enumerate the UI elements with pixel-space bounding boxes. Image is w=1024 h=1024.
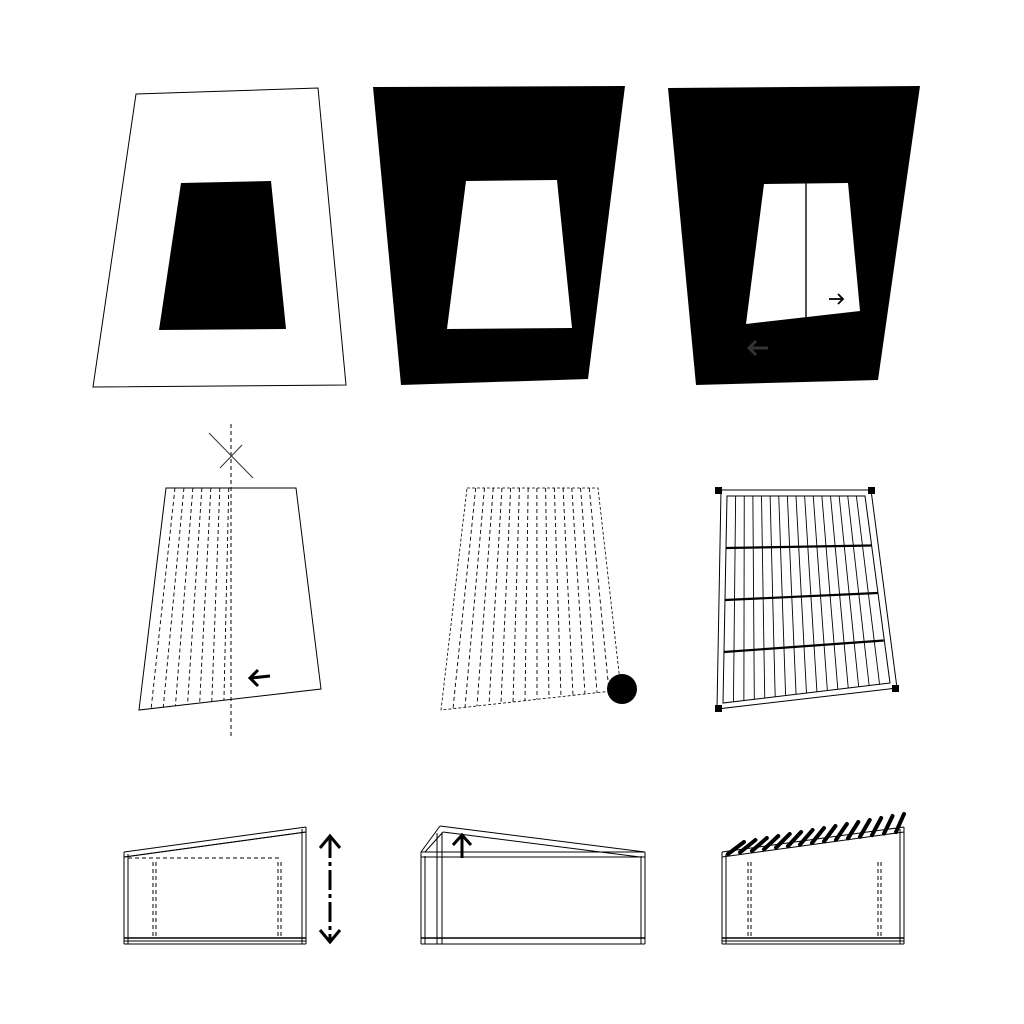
louver-line [223, 487, 230, 701]
louver-panel-pivot [440, 487, 637, 711]
roof-beam [420, 825, 441, 853]
pergola-elevation-louvers [721, 812, 906, 945]
pergola-elevation-tilt [420, 825, 646, 945]
louver-line [795, 495, 807, 694]
louver-line [211, 487, 221, 702]
louver-line [500, 487, 512, 704]
louver-line [512, 487, 520, 703]
louver-line [452, 487, 477, 709]
opening-skewed [746, 183, 860, 324]
louver-line [838, 495, 860, 687]
louver-line [150, 487, 176, 709]
louver-line [488, 487, 503, 705]
louver-blade [774, 832, 792, 850]
louver-line [187, 487, 203, 705]
louver-blade [762, 834, 781, 852]
louver-line [804, 495, 818, 692]
louver-line [769, 495, 776, 697]
louver-line [830, 495, 849, 689]
arrow-left-icon [746, 339, 768, 357]
arrow-right-icon [829, 293, 845, 305]
opening-white [447, 180, 572, 329]
roof-beam [424, 831, 444, 853]
louver-blade [738, 838, 758, 855]
pivot-dot-icon [607, 674, 637, 704]
corner-joint [715, 487, 722, 494]
louver-line [524, 487, 529, 701]
cross-mark-icon [208, 432, 254, 479]
louver-blade [882, 814, 895, 836]
corner-joint [868, 487, 875, 494]
panel-frame-outline [92, 87, 347, 388]
louver-line [812, 495, 828, 691]
louver-line [855, 495, 881, 685]
louver-line [476, 487, 494, 707]
louver-line [553, 487, 562, 697]
cross-beam [723, 639, 884, 654]
louver-blade [858, 818, 872, 839]
louver-line [778, 495, 787, 696]
louver-line [580, 487, 598, 693]
corner-joint [892, 685, 899, 692]
roof-beam [123, 826, 307, 853]
roof-beam [442, 831, 641, 858]
louver-line [847, 495, 870, 686]
louver-blade [870, 816, 884, 838]
louver-line [545, 487, 550, 699]
louver-panel-framed [715, 487, 899, 712]
louver-blade [822, 824, 838, 844]
louver-line [464, 487, 485, 708]
louver-line [162, 487, 185, 708]
roof-beam [439, 825, 646, 853]
louver-blade [726, 840, 746, 856]
louver-line [174, 487, 194, 706]
louver-line [761, 495, 766, 699]
louver-blade [834, 822, 849, 842]
cross-beam [724, 591, 878, 602]
arrow-up-icon [451, 832, 473, 858]
roof-beam [123, 831, 307, 858]
louver-line [588, 487, 610, 692]
louver-line [821, 495, 839, 690]
louver-blade [798, 828, 815, 847]
corner-joint [715, 705, 722, 712]
pergola-elevation-raise [123, 826, 307, 945]
opening-black [159, 181, 286, 330]
louver-blade [894, 812, 906, 834]
louver-blade [750, 836, 769, 853]
arrow-left-icon [247, 668, 271, 688]
louver-blade [786, 830, 804, 849]
louver-panel-rotating [138, 424, 322, 738]
double-arrow-vertical-icon [318, 833, 342, 945]
louver-line [199, 487, 212, 704]
panel-frame-split [668, 86, 920, 385]
louver-blade [846, 820, 861, 841]
louver-line [786, 495, 797, 695]
cross-beam [725, 544, 872, 550]
louver-blade [810, 826, 826, 845]
louver-line [562, 487, 574, 696]
panel-frame-solid [373, 86, 625, 385]
